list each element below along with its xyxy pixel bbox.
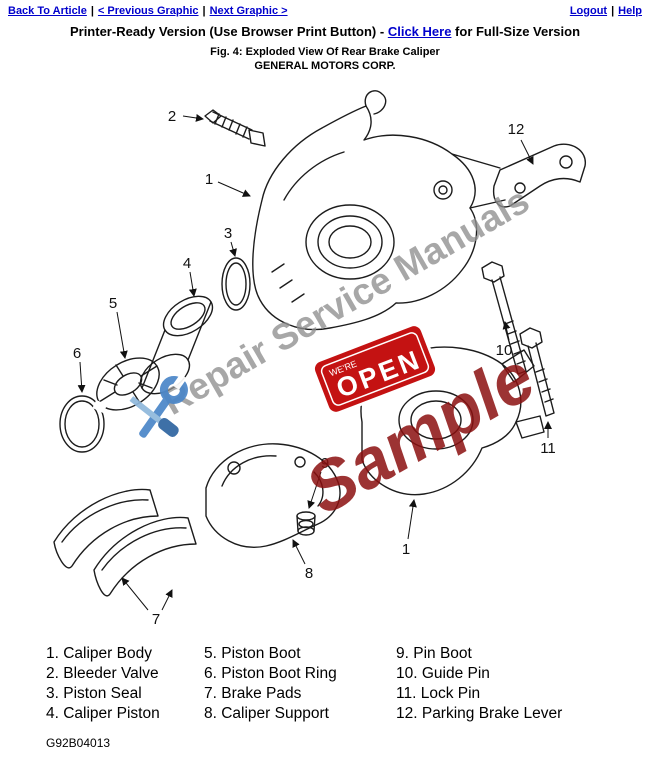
pin-boot-part (296, 511, 316, 536)
piston-seal-part (221, 257, 251, 311)
svg-text:8: 8 (305, 565, 313, 582)
top-nav: Back To Article | < Previous Graphic | N… (0, 0, 650, 19)
legend-item: 7. Brake Pads (204, 685, 302, 702)
callout-caliper-piston: 4 (183, 255, 197, 297)
callout-bleeder-valve: 2 (168, 108, 204, 125)
svg-text:7: 7 (152, 611, 160, 628)
svg-text:3: 3 (224, 225, 232, 242)
tools-icon (129, 373, 188, 438)
svg-text:6: 6 (73, 345, 81, 362)
caliper-piston-part (139, 295, 214, 395)
svg-text:10: 10 (496, 342, 513, 359)
company-name: GENERAL MOTORS CORP. (254, 60, 396, 72)
legend-item: 2. Bleeder Valve (46, 665, 159, 682)
legend-item: 11. Lock Pin (396, 685, 481, 702)
caliper-body-part (252, 90, 506, 331)
nav-separator: | (90, 5, 94, 17)
printer-ready-line: Printer-Ready Version (Use Browser Print… (0, 24, 650, 39)
nav-right-group: Logout | Help (570, 5, 642, 17)
legend-item: 5. Piston Boot (204, 645, 301, 662)
legend-item: 4. Caliper Piston (46, 705, 160, 722)
svg-text:5: 5 (109, 295, 117, 312)
legend-item: 3. Piston Seal (46, 685, 142, 702)
svg-text:12: 12 (508, 121, 525, 138)
nav-left-group: Back To Article | < Previous Graphic | N… (8, 5, 288, 17)
svg-text:2: 2 (168, 108, 176, 125)
legend-item: 12. Parking Brake Lever (396, 705, 563, 722)
full-size-text: for Full-Size Version (455, 24, 581, 39)
callout-assembly: 1 (402, 499, 417, 558)
legend-column-1: 1. Caliper Body 2. Bleeder Valve 3. Pist… (46, 644, 204, 724)
figure-caption: Fig. 4: Exploded View Of Rear Brake Cali… (210, 46, 440, 58)
callout-piston-seal: 3 (224, 225, 237, 257)
brake-pads-part (53, 488, 197, 597)
nav-separator: | (202, 5, 206, 17)
printer-ready-text: Printer-Ready Version (Use Browser Print… (69, 24, 385, 39)
legend-item: 10. Guide Pin (396, 665, 490, 682)
parts-legend: 1. Caliper Body 2. Bleeder Valve 3. Pist… (46, 644, 650, 724)
callout-caliper-support: 8 (292, 539, 313, 582)
next-graphic-link[interactable]: Next Graphic > (209, 5, 288, 17)
svg-text:1: 1 (205, 171, 213, 188)
legend-item: 9. Pin Boot (396, 645, 472, 662)
callout-brake-pads: 7 (121, 577, 173, 628)
callout-piston-boot-ring: 6 (73, 345, 86, 393)
piston-boot-ring-part (59, 395, 108, 453)
callout-lock-pin: 11 (540, 421, 556, 457)
click-here-link[interactable]: Click Here (387, 24, 452, 39)
document-code: G92B04013 (46, 736, 111, 750)
caliper-support-part (205, 443, 341, 548)
exploded-diagram: 2 1 12 3 4 5 6 7 (53, 90, 586, 628)
previous-graphic-link[interactable]: < Previous Graphic (97, 5, 199, 17)
bleeder-valve-part (204, 109, 266, 147)
help-link[interactable]: Help (618, 5, 642, 17)
lock-pin-part (519, 327, 555, 417)
callout-pin-boot: 9 (307, 455, 329, 509)
diagram-area: 2 1 12 3 4 5 6 7 (0, 72, 650, 644)
logout-link[interactable]: Logout (569, 5, 608, 17)
svg-text:1: 1 (402, 541, 410, 558)
callout-caliper-body: 1 (205, 171, 251, 197)
svg-text:11: 11 (540, 440, 556, 457)
nav-separator: | (611, 5, 615, 17)
callout-parking-brake-lever: 12 (508, 121, 534, 165)
legend-item: 6. Piston Boot Ring (204, 665, 337, 682)
svg-text:4: 4 (183, 255, 191, 272)
legend-item: 1. Caliper Body (46, 645, 152, 662)
parking-brake-lever-part (492, 143, 586, 208)
callout-piston-boot: 5 (109, 295, 128, 359)
legend-item: 8. Caliper Support (204, 705, 329, 722)
legend-column-2: 5. Piston Boot 6. Piston Boot Ring 7. Br… (204, 644, 396, 724)
callout-guide-pin: 10 (496, 321, 513, 359)
svg-text:9: 9 (321, 455, 329, 472)
legend-column-3: 9. Pin Boot 10. Guide Pin 11. Lock Pin 1… (396, 644, 616, 724)
back-to-article-link[interactable]: Back To Article (8, 5, 87, 17)
